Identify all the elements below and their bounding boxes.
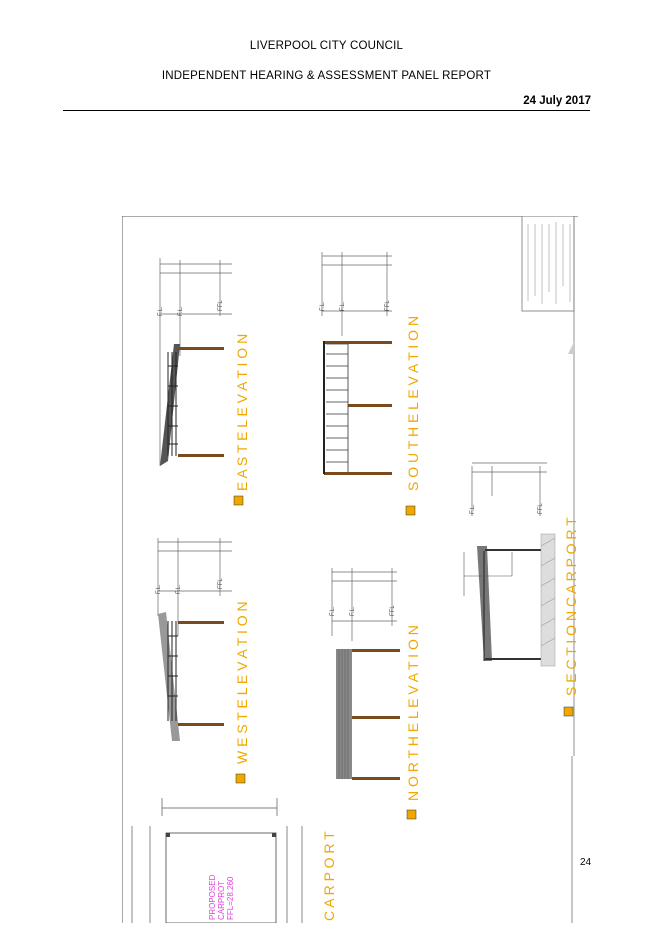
level-label: F.L. — [176, 584, 182, 594]
west-elevation: F.L. F.L. FFL W E S T E L E V A T I O N — [156, 538, 250, 784]
carport-plan: PROPOSED CARPROT FFL=28.260 C A R P O R … — [131, 798, 337, 924]
north-elevation: F.L. F.L. FFL N O R T H E L E V A T I O … — [330, 568, 421, 820]
south-elevation-title: S O U T H E L E V A T I O N — [405, 316, 421, 491]
report-date: 24 July 2017 — [523, 95, 591, 107]
header-rule — [63, 110, 590, 111]
east-elevation-title: E A S T E L E V A T I O N — [234, 334, 250, 491]
title-block — [521, 215, 575, 312]
level-label: F.L. — [350, 606, 356, 616]
level-label: F.L. — [340, 301, 346, 311]
level-label: FFL — [218, 578, 224, 589]
report-title: INDEPENDENT HEARING & ASSESSMENT PANEL R… — [161, 70, 492, 82]
council-name: LIVERPOOL CITY COUNCIL — [249, 40, 404, 52]
carport-plan-title: C A R P O R T — [321, 831, 337, 921]
level-label: FFL — [218, 300, 224, 311]
level-label: FFL — [538, 503, 544, 514]
page-number: 24 — [580, 857, 592, 868]
architectural-drawing: F.L. F.L. FFL E A S T E L E V A T I O N — [121, 215, 579, 924]
level-label: F.L. — [158, 306, 164, 316]
section-carport-title: S E C T I O N C A R P O R T — [563, 517, 578, 696]
level-label: FFL — [390, 605, 396, 616]
level-label: F.L. — [178, 306, 184, 316]
south-elevation: F.L. F.L. FFL S O U T H E L E V A T I O … — [320, 252, 421, 516]
level-label: F.L. — [320, 301, 326, 311]
level-label: F.L. — [330, 606, 336, 616]
section-carport: F.L. FFL S E C T I O N C A R P O R T — [463, 462, 579, 717]
north-elevation-title: N O R T H E L E V A T I O N — [405, 625, 421, 801]
east-elevation: F.L. F.L. FFL E A S T E L E V A T I O N — [158, 258, 250, 506]
carport-label: PROPOSED — [208, 874, 217, 920]
level-label: F.L. — [156, 584, 162, 594]
carport-label: CARPROT — [217, 881, 226, 920]
carport-label: FFL=28.260 — [226, 876, 235, 920]
west-elevation-title: W E S T E L E V A T I O N — [234, 601, 250, 764]
level-label: FFL — [385, 300, 391, 311]
level-label: F.L. — [470, 504, 476, 514]
